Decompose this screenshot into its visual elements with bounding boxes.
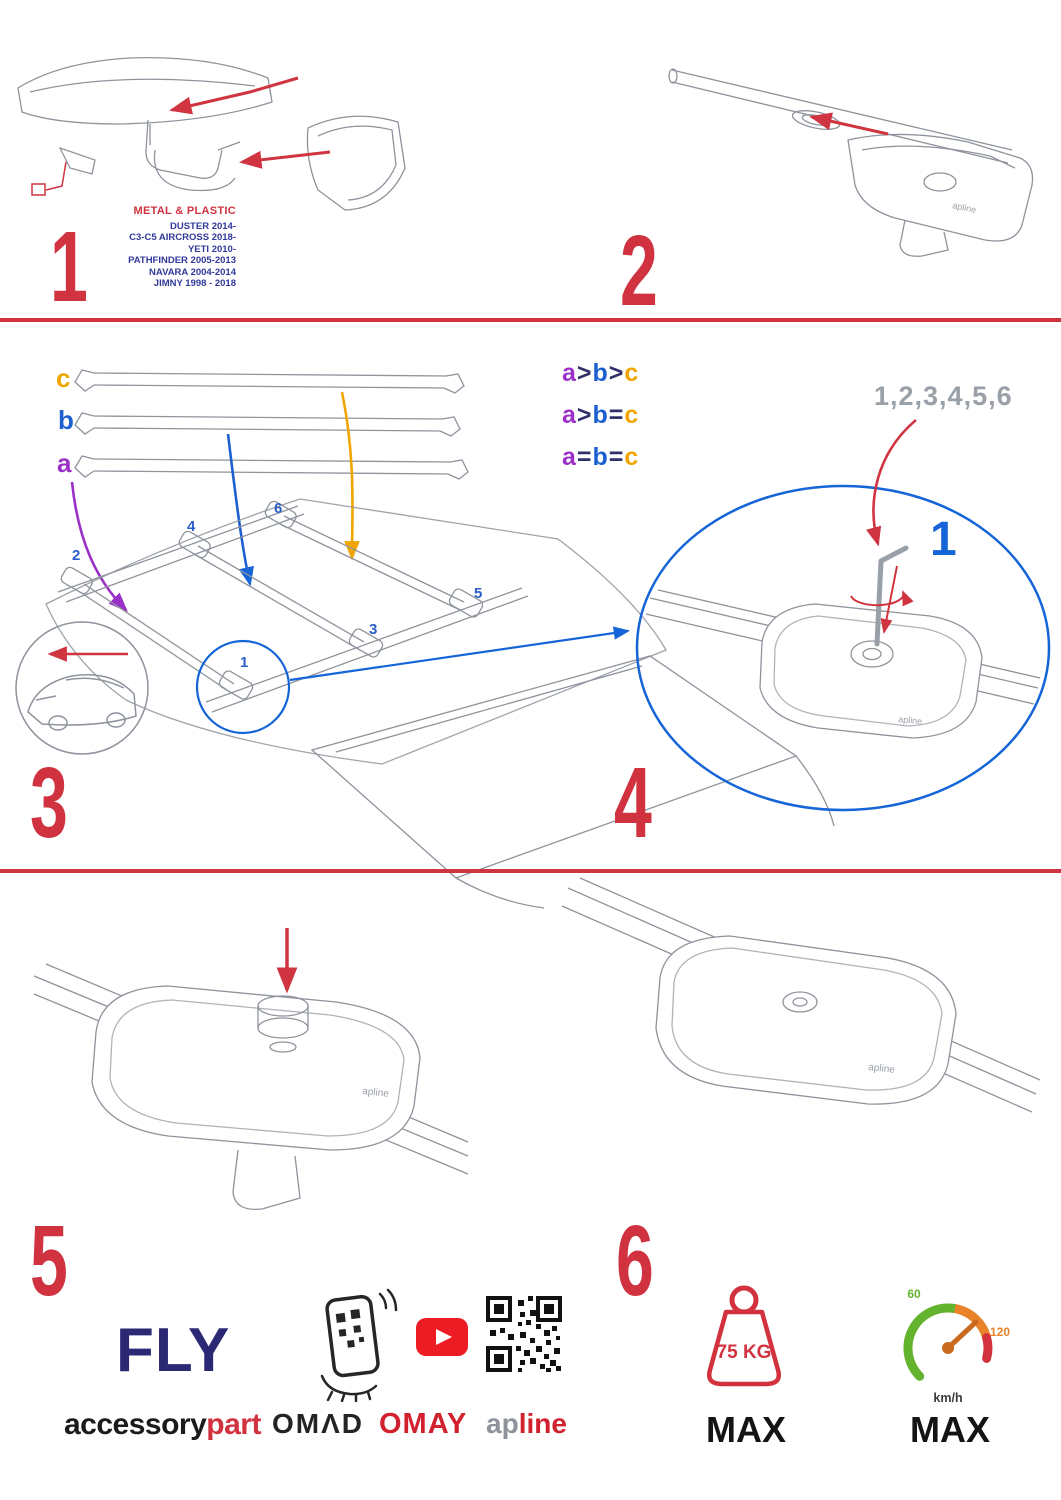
sequence-arrow [866,419,917,547]
formula-token: > [576,401,593,429]
step-4-number: 4 [614,747,652,859]
accessorypart-logo-part: part [206,1408,261,1441]
model-line: JIMNY 1998 - 2018 [153,278,236,290]
qr-code [486,1296,562,1377]
youtube-icon [416,1318,468,1361]
foot-logo-text: apline [952,200,978,215]
zoom-circle [635,484,1051,812]
step-2-number: 2 [620,215,658,327]
formula-token: a [562,443,577,471]
roof-position-4: 4 [187,518,196,535]
formula-token: > [576,359,593,387]
step1-clamp-drawing [17,57,406,211]
step4-foot-drawing: apline [645,589,1041,739]
guide-arrow-c [340,391,360,561]
step2-bar-drawing: apline [668,68,1034,257]
formula-token: c [624,401,640,429]
speed-low-label: 60 [907,1287,921,1301]
rotate-arrow [850,590,914,607]
roof-position-1: 1 [240,654,249,671]
foot-logo-text: apline [362,1086,390,1100]
model-line: YETI 2010- [187,243,236,255]
bar-label-b: b [58,405,74,435]
roof-position-6: 6 [274,500,283,517]
section-divider-1 [0,318,1061,322]
formula-token: = [576,443,593,471]
step-3-number: 3 [30,747,68,859]
apline-logo-ap: ap [486,1408,519,1439]
roof-drawing [45,498,835,909]
accessorypart-logo-accessory: accessory [64,1408,207,1441]
formula-token: = [608,443,625,471]
formula-token: a [562,359,577,387]
max-weight-icon: 75 KG [688,1282,800,1403]
omay-logo: OMAY [379,1408,468,1440]
max-weight-label: MAX [706,1409,786,1450]
omad-logo: OMΛD [272,1408,364,1439]
max-weight-value: 75 KG [717,1342,772,1363]
formula-token: c [624,359,640,387]
formula-token: b [592,443,609,471]
formula-token: b [592,401,609,429]
step-1-number: 1 [50,211,88,323]
model-line: DUSTER 2014- [170,221,236,232]
speedometer-icon: 60 120 km/h [884,1282,1016,1413]
bar-label-c: c [56,363,71,393]
step-5-number: 5 [30,1205,68,1317]
section-divider-2 [0,869,1061,873]
foot1-highlight-circle [195,639,291,735]
guide-arrow-b [226,433,254,587]
model-line: PATHFINDER 2005-2013 [128,255,236,267]
zoom-link-arrow [289,626,631,682]
step6-foot-drawing: apline [561,877,1041,1113]
roof-position-3: 3 [369,621,378,638]
max-speed-label: MAX [910,1409,990,1450]
step5-foot-drawing: apline [33,963,469,1211]
formula-token: b [592,359,609,387]
model-line: C3-C5 AIRCROSS 2018- [129,232,236,244]
tighten-down-arrow [880,565,898,634]
apline-logo-line: line [518,1408,567,1439]
guide-arrow-a [70,481,128,612]
foot-logo-text: apline [868,1062,896,1076]
roof-position-5: 5 [474,585,483,602]
speed-unit-label: km/h [933,1391,962,1405]
roof-position-2: 2 [72,547,81,564]
tighten-sequence-label: 1,2,3,4,5,6 [874,381,1013,411]
formula-token: c [624,443,640,471]
fly-logo: FLY [116,1316,231,1385]
accessorypart-logo: accessorypart [64,1410,261,1440]
formula-token: a [562,401,577,429]
foot-logo-text: apline [898,714,923,726]
material-label: METAL & PLASTIC [133,205,236,217]
formula-token: > [608,359,625,387]
speed-high-label: 120 [990,1325,1010,1339]
allen-key-drawing [874,545,909,647]
model-line: NAVARA 2004-2014 [149,266,236,278]
compatible-models-list: DUSTER 2014- C3-C5 AIRCROSS 2018- YETI 2… [88,221,236,289]
phone-qr-icon [308,1288,400,1407]
bars-abc-drawing [74,369,469,480]
step2-insert-arrow [809,112,889,136]
car-direction-inset [15,621,149,755]
length-formula-1: a>b>c [562,361,639,386]
first-position-callout: 1 [930,513,957,566]
formula-token: = [608,401,625,429]
length-formula-2: a>b=c [562,403,639,428]
step-6-number: 6 [616,1205,654,1317]
step1-arrows [31,76,331,196]
length-formula-3: a=b=c [562,445,639,470]
bar-label-a: a [57,448,72,478]
apline-logo: apline [486,1410,567,1438]
